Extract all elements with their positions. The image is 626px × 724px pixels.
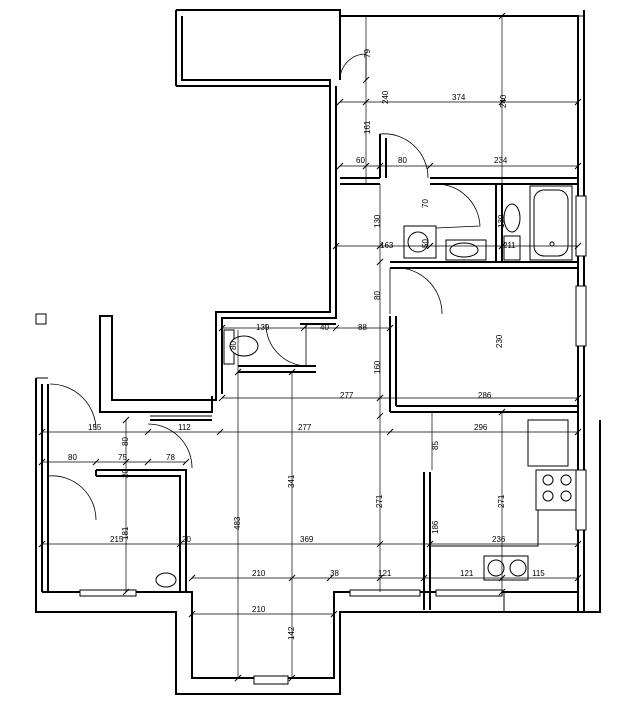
dimension-labels: 79 240 374 240 161 60 80 234 70 130 130 …: [68, 49, 545, 640]
dim-215: 215: [110, 535, 124, 544]
dim-296: 296: [474, 423, 488, 432]
dim-181: 181: [121, 526, 130, 540]
dimension-ticks: [38, 12, 582, 682]
dim-20-upper: 20: [121, 469, 130, 478]
dim-277-upper: 277: [340, 391, 354, 400]
dim-240-right: 240: [499, 94, 508, 108]
dim-85: 85: [431, 441, 440, 450]
dim-50: 50: [421, 239, 430, 248]
dim-60: 60: [356, 156, 365, 165]
dim-369: 369: [300, 535, 314, 544]
dim-80-mid: 80: [373, 291, 382, 300]
dim-161: 161: [363, 120, 372, 134]
dim-80-washer: 80: [229, 341, 238, 350]
fixtures: [155, 185, 577, 588]
dimension-lines: [42, 16, 578, 678]
dim-75: 75: [118, 453, 127, 462]
dim-341: 341: [287, 474, 296, 488]
dim-115: 115: [532, 569, 545, 578]
dim-142: 142: [287, 626, 296, 640]
dim-139: 139: [256, 323, 270, 332]
dim-130-right: 130: [497, 214, 506, 228]
dim-130-left: 130: [373, 214, 382, 228]
dim-160: 160: [373, 360, 382, 374]
dim-80-top: 80: [398, 156, 407, 165]
windows: [79, 195, 587, 685]
dim-483: 483: [233, 516, 242, 530]
dim-38: 38: [330, 569, 339, 578]
dim-286: 286: [478, 391, 492, 400]
dim-121-right: 121: [460, 569, 474, 578]
dim-20-lower: 20: [182, 535, 191, 544]
dim-210-upper: 210: [252, 569, 266, 578]
dim-271-left: 271: [375, 494, 384, 508]
dim-210-lower: 210: [252, 605, 266, 614]
dim-374: 374: [452, 93, 466, 102]
dim-211: 211: [503, 241, 516, 250]
dim-121-left: 121: [378, 569, 392, 578]
dim-234: 234: [494, 156, 508, 165]
dim-230: 230: [495, 334, 504, 348]
dim-236: 236: [492, 535, 506, 544]
dim-79: 79: [363, 49, 372, 58]
dim-40: 40: [320, 323, 329, 332]
dim-80-left: 80: [121, 437, 130, 446]
dim-240-left: 240: [381, 90, 390, 104]
dim-78: 78: [166, 453, 175, 462]
dim-186: 186: [431, 520, 440, 534]
dim-88: 88: [358, 323, 367, 332]
dim-80-far-left: 80: [68, 453, 77, 462]
dim-163: 163: [380, 241, 394, 250]
doors: [47, 53, 481, 521]
dim-155: 155: [88, 423, 102, 432]
dim-70: 70: [421, 199, 430, 208]
dim-271-right: 271: [497, 494, 506, 508]
dim-112: 112: [178, 423, 191, 432]
dim-277-lower: 277: [298, 423, 312, 432]
